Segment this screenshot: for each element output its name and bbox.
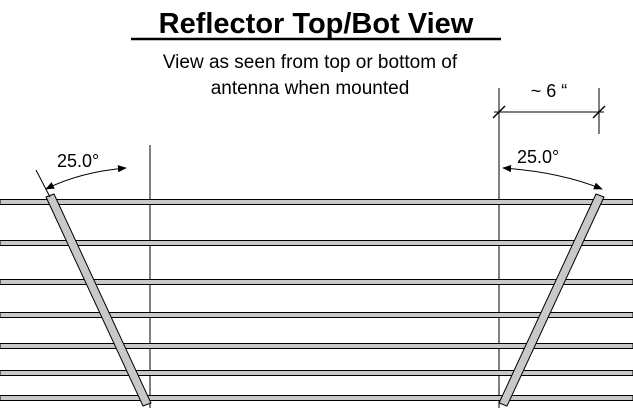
reflector-rods: [0, 199, 633, 401]
subtitle-line-1: View as seen from top or bottom of: [163, 52, 458, 73]
reflector-rod: [0, 343, 633, 349]
subtitle-line-2: antenna when mounted: [211, 78, 410, 99]
left-angle-label: 25.0°: [57, 151, 99, 171]
right-angle-arc: [502, 164, 603, 190]
reflector-rod: [0, 199, 633, 205]
dimension-label: ~ 6 “: [531, 81, 568, 101]
diagram-title: Reflector Top/Bot View: [159, 8, 474, 40]
left-angle-arc: [45, 165, 127, 190]
right-slanted-rod: [498, 193, 605, 407]
reflector-rod: [0, 395, 633, 401]
left-slanted-rod: [45, 193, 152, 407]
dimension-tick-right: [592, 105, 606, 119]
right-angle-label: 25.0°: [517, 147, 559, 167]
reflector-rod: [0, 370, 633, 376]
dimension-tick-left: [492, 105, 506, 119]
reflector-rod: [0, 279, 633, 285]
reflector-rod: [0, 312, 633, 318]
left-angle-construction-line: [35, 169, 51, 198]
reflector-rod: [0, 240, 633, 246]
